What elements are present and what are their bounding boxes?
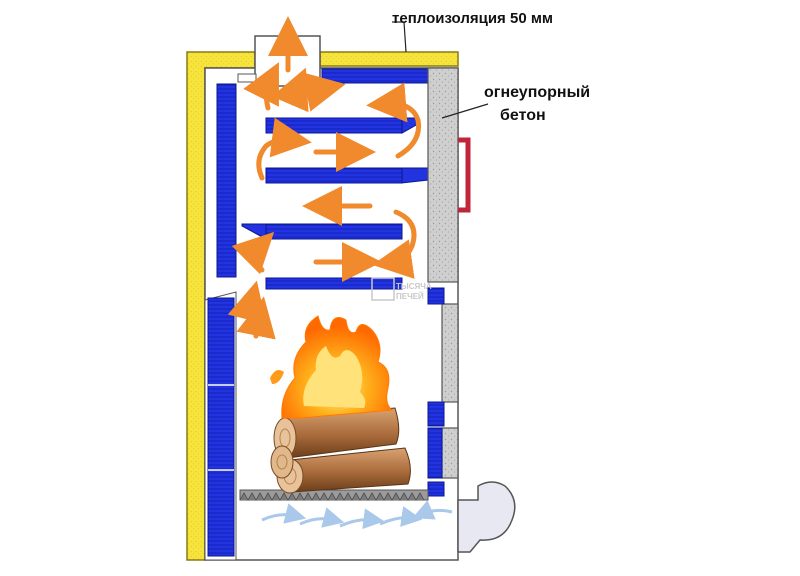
insulation-callout: теплоизоляция 50 мм — [392, 10, 553, 53]
blower-fan — [457, 481, 516, 553]
air-inflow-arrows — [261, 500, 453, 530]
insulation-label: теплоизоляция 50 мм — [392, 10, 553, 27]
watermark-line2: ПЕЧЕЙ — [396, 292, 424, 301]
log-bottom-left — [270, 445, 294, 479]
firewood — [270, 407, 411, 494]
top-water-jacket — [321, 68, 429, 84]
concrete-label-line1: огнеупорный — [484, 84, 590, 101]
concrete-callout: огнеупорный бетон — [441, 84, 590, 124]
watermark: ТЫСЯЧА ПЕЧЕЙ — [371, 277, 432, 301]
door-handle — [458, 137, 471, 213]
refractory-concrete — [427, 67, 459, 479]
fire — [270, 315, 394, 419]
concrete-label-line2: бетон — [500, 107, 546, 124]
right-door-frames — [427, 287, 445, 497]
grate — [236, 489, 458, 561]
watermark-line1: ТЫСЯЧА — [396, 282, 432, 291]
left-water-jacket — [204, 83, 237, 561]
flue-gas-arrows — [227, 16, 422, 340]
